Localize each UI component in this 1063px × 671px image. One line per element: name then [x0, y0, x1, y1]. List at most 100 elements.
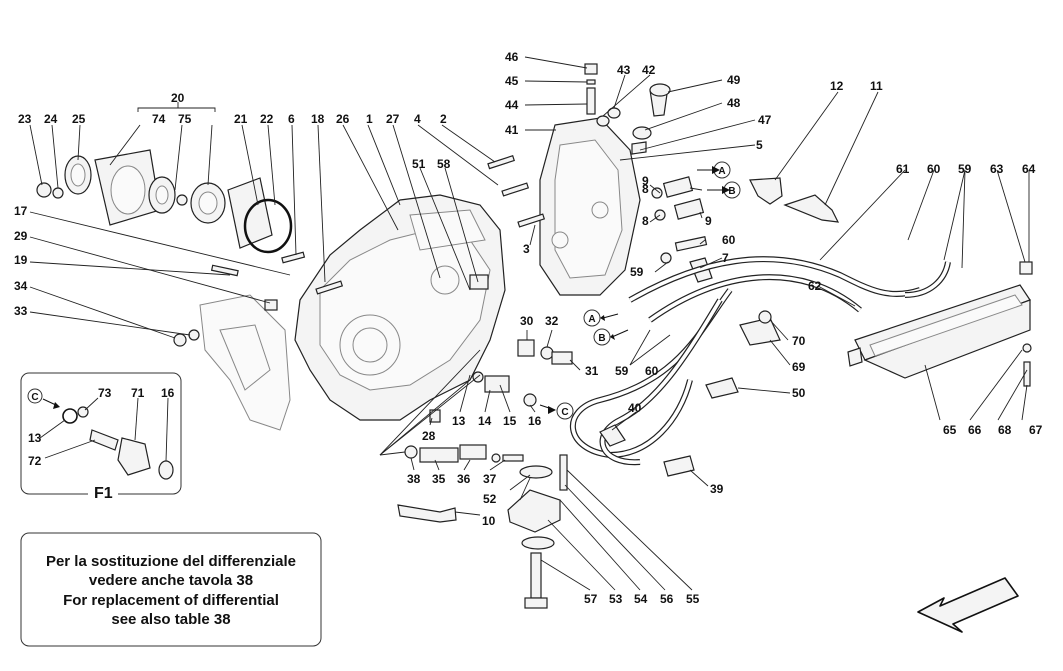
callout-70: 70 [792, 334, 806, 348]
callout-1: 1 [366, 112, 373, 126]
callout-38: 38 [407, 472, 421, 486]
callout-20: 20 [171, 91, 185, 105]
rear-bracket [199, 294, 291, 431]
callout-42: 42 [642, 63, 656, 77]
callout-63: 63 [990, 162, 1004, 176]
callout-75: 75 [178, 112, 192, 126]
callout-24: 24 [44, 112, 58, 126]
callout-8a: 8 [642, 182, 649, 196]
note-line-1: Per la sostituzione del differenziale [46, 553, 296, 570]
callout-12: 12 [830, 79, 844, 93]
callout-59a: 59 [630, 265, 644, 279]
note-line-2: vedere anche tavola 38 [89, 572, 253, 589]
callout-27: 27 [386, 112, 400, 126]
callout-22: 22 [260, 112, 274, 126]
callout-5: 5 [756, 138, 763, 152]
callout-65: 65 [943, 423, 957, 437]
callout-44: 44 [505, 98, 519, 112]
callout-47: 47 [758, 113, 772, 127]
note-line-4: see also table 38 [111, 611, 230, 628]
callout-59b: 59 [615, 364, 629, 378]
callout-11: 11 [870, 79, 883, 93]
marker-b-2: B [598, 333, 605, 344]
callout-60b: 60 [645, 364, 659, 378]
inset-title: F1 [94, 485, 113, 502]
callout-18: 18 [311, 112, 325, 126]
inset-callout-73: 73 [98, 386, 112, 400]
callout-23: 23 [18, 112, 32, 126]
oil-cooler [847, 261, 1033, 387]
callout-4: 4 [414, 112, 421, 126]
oil-hoses [570, 256, 951, 466]
callout-59c: 59 [958, 162, 972, 176]
callout-69: 69 [792, 360, 806, 374]
side-cover [539, 117, 641, 296]
callout-61: 61 [896, 162, 910, 176]
callout-9a: 9 [642, 174, 649, 188]
top-fasteners [584, 63, 671, 155]
callout-74: 74 [152, 112, 166, 126]
gearbox-housing [294, 194, 506, 421]
callout-17: 17 [14, 204, 28, 218]
callout-53: 53 [609, 592, 623, 606]
marker-a-2: A [588, 314, 595, 325]
callout-66: 66 [968, 423, 982, 437]
banjo-fittings [651, 176, 713, 283]
studs [173, 155, 546, 423]
callout-10: 10 [482, 514, 496, 528]
callout-labels: 1 2 3 4 5 6 7 8 8 9 9 10 11 12 13 14 15 … [14, 50, 1043, 606]
callout-62: 62 [808, 279, 822, 293]
callout-60a: 60 [722, 233, 736, 247]
callout-67: 67 [1029, 423, 1043, 437]
callout-40: 40 [628, 401, 642, 415]
callout-41: 41 [505, 123, 519, 137]
callout-16: 16 [528, 414, 542, 428]
callout-19: 19 [14, 253, 28, 267]
callout-7: 7 [722, 251, 729, 265]
callout-6: 6 [288, 112, 295, 126]
marker-c-1: C [561, 407, 568, 418]
callout-49: 49 [727, 73, 741, 87]
reference-markers: A B A B C [539, 161, 741, 420]
callout-15: 15 [503, 414, 517, 428]
callout-13: 13 [452, 414, 466, 428]
callout-29: 29 [14, 229, 28, 243]
leader-lines [29, 56, 1030, 591]
callout-56: 56 [660, 592, 674, 606]
callout-58: 58 [437, 157, 451, 171]
inset-callout-71: 71 [131, 386, 145, 400]
callout-3: 3 [523, 242, 530, 256]
callout-14: 14 [478, 414, 492, 428]
inset-callout-72: 72 [28, 454, 42, 468]
callout-31: 31 [585, 364, 599, 378]
callout-60c: 60 [927, 162, 941, 176]
callout-64: 64 [1022, 162, 1036, 176]
callout-68: 68 [998, 423, 1012, 437]
callout-26: 26 [336, 112, 350, 126]
callout-50: 50 [792, 386, 806, 400]
callout-45: 45 [505, 74, 519, 88]
callout-52: 52 [483, 492, 497, 506]
callout-8b: 8 [642, 214, 649, 228]
inset-callout-16: 16 [161, 386, 175, 400]
callout-25: 25 [72, 112, 86, 126]
callout-55: 55 [686, 592, 700, 606]
marker-a-1: A [718, 166, 725, 177]
callout-30: 30 [520, 314, 534, 328]
callout-21: 21 [234, 112, 248, 126]
callout-57: 57 [584, 592, 598, 606]
marker-b-1: B [728, 186, 735, 197]
inset-callout-13: 13 [28, 431, 42, 445]
brackets [749, 177, 840, 223]
note-box: Per la sostituzione del differenziale ve… [20, 532, 322, 647]
direction-arrow-icon [917, 577, 1019, 633]
callout-39: 39 [710, 482, 724, 496]
callout-32: 32 [545, 314, 559, 328]
callout-51: 51 [412, 157, 426, 171]
callout-46: 46 [505, 50, 519, 64]
center-parts [397, 339, 573, 609]
callout-28: 28 [422, 429, 436, 443]
callout-9b: 9 [705, 214, 712, 228]
